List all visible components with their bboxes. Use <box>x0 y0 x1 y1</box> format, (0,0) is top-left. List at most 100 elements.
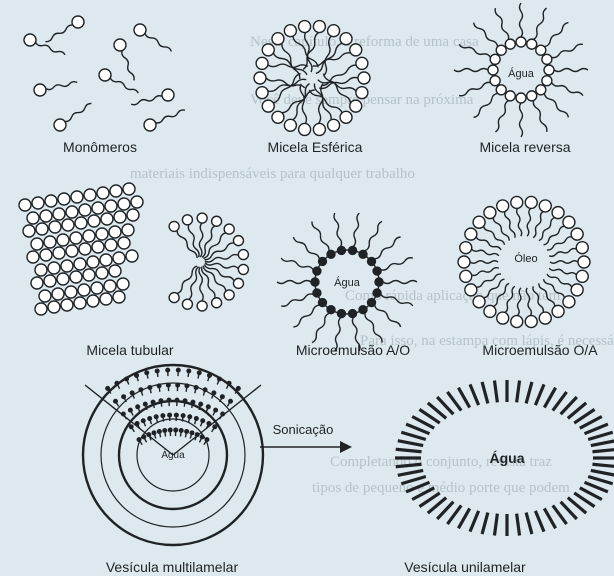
spherical-micelle-head <box>262 44 274 56</box>
tubular-micelle-head <box>212 298 222 308</box>
fan-bilayer-head <box>205 438 209 442</box>
fan-bilayer-head <box>213 425 217 429</box>
fan-bilayer-head <box>227 381 231 385</box>
monomer-head <box>24 34 36 46</box>
unilamellar-bilayer-tick <box>494 514 497 536</box>
tubular-micelle-head <box>87 295 99 307</box>
reverse-micelle-tail <box>533 101 546 132</box>
reverse-micelle-head <box>536 45 546 55</box>
tubular-micelle-head <box>100 254 112 266</box>
tubular-micelle-head <box>182 299 192 309</box>
tubular-micelle-head <box>118 237 130 249</box>
tubular-micelle-head <box>233 236 243 246</box>
ao-microemulsion-tail <box>365 221 382 250</box>
tubular-micelle-head <box>32 197 44 209</box>
unilamellar-bilayer-tick <box>398 470 423 475</box>
tubular-micelle-head <box>62 219 74 231</box>
fan-bilayer-head <box>179 429 183 433</box>
spherical-micelle-head <box>350 100 362 112</box>
vesicula-unilamelar-inner-label: Água <box>490 450 525 466</box>
unilamellar-bilayer-tick <box>535 384 544 405</box>
tubular-micelle-head <box>71 191 83 203</box>
vesicula-multilamelar-inner-label: Água <box>161 448 185 461</box>
fan-bilayer-head <box>125 377 129 381</box>
reverse-micelle-head <box>490 54 500 64</box>
fan-bilayer-head <box>181 414 185 418</box>
fan-bilayer-head <box>129 408 133 412</box>
ao-microemulsion-tail <box>293 305 319 327</box>
spherical-micelle-head <box>328 119 340 131</box>
fan-bilayer-head <box>187 369 191 373</box>
micela-reversa-inner-label: Água <box>508 67 535 80</box>
tubular-micelle-tail <box>177 230 197 258</box>
monomer-head <box>114 39 126 51</box>
micela-reversa-caption: Micela reversa <box>479 139 570 155</box>
reverse-micelle-head <box>505 91 515 101</box>
tubular-micelle-tail <box>189 267 199 300</box>
reverse-micelle-tail <box>552 44 583 57</box>
monomer-tail <box>145 33 171 51</box>
oa-microemulsion-tail <box>549 249 576 257</box>
reverse-micelle-head <box>496 45 506 55</box>
tubular-micelle-head <box>109 226 121 238</box>
spherical-micelle-head <box>272 33 284 45</box>
oa-microemulsion-head <box>465 284 477 296</box>
microemulsao-ao-caption: Microemulsão A/O <box>296 342 410 358</box>
ao-microemulsion-head <box>318 257 326 265</box>
unilamellar-bilayer-tick <box>494 380 497 402</box>
spherical-micelle-head <box>254 72 266 84</box>
spherical-micelle-head <box>284 25 296 37</box>
background-text-line: materiais indispensáveis para qualquer t… <box>130 166 415 182</box>
fan-bilayer-head <box>159 399 163 403</box>
tubular-micelle-head <box>92 202 104 214</box>
tubular-micelle-head <box>48 262 60 274</box>
oa-microemulsion-tail <box>550 261 578 264</box>
fan-bilayer-head <box>147 433 151 437</box>
oa-microemulsion-tail <box>476 274 501 287</box>
ao-microemulsion-head <box>311 278 319 286</box>
tubular-micelle-head <box>113 252 125 264</box>
tubular-micelle-head <box>224 224 234 234</box>
fan-bilayer-head <box>175 398 179 402</box>
oa-microemulsion-head <box>484 305 496 317</box>
fan-bilayer-head <box>199 402 203 406</box>
fan-bilayer-head <box>135 422 139 426</box>
unilamellar-bilayer-tick <box>591 470 614 475</box>
tubular-micelle-head <box>169 293 179 303</box>
magnifier-line <box>85 385 173 455</box>
spherical-micelle-head <box>272 111 284 123</box>
oa-microemulsion-tail <box>476 237 501 250</box>
oa-microemulsion-tail <box>527 208 530 236</box>
tubular-micelle-head <box>88 215 100 227</box>
tubular-micelle-head <box>74 297 86 309</box>
tubular-micelle-head <box>49 221 61 233</box>
tubular-micelle-head <box>79 243 91 255</box>
fan-bilayer-head <box>194 386 198 390</box>
oa-microemulsion-head <box>563 216 575 228</box>
oa-microemulsion-tail <box>533 212 543 238</box>
unilamellar-bilayer-tick <box>482 382 488 403</box>
reverse-micelle-tail <box>544 93 568 117</box>
unilamellar-bilayer-tick <box>517 514 520 536</box>
spherical-micelle-head <box>284 119 296 131</box>
fan-bilayer-head <box>167 383 171 387</box>
oa-microemulsion-head <box>497 200 509 212</box>
fan-bilayer-head <box>130 391 134 395</box>
fan-bilayer-head <box>148 386 152 390</box>
oa-microemulsion-head <box>563 296 575 308</box>
reverse-micelle-tail <box>454 69 488 72</box>
microemulsao-oa-inner-label: Óleo <box>514 252 537 265</box>
reverse-micelle-tail <box>520 103 523 137</box>
spherical-micelle-head <box>299 123 311 135</box>
tubular-micelle-head <box>212 216 222 226</box>
ao-microemulsion-head <box>327 250 335 258</box>
tubular-micelle-head <box>83 230 95 242</box>
reverse-micelle-tail <box>552 83 583 96</box>
microemulsao-ao-inner-label: Água <box>334 276 361 289</box>
oa-microemulsion-head <box>571 284 583 296</box>
monomer-tail <box>46 82 77 90</box>
unilamellar-bilayer-tick <box>592 464 614 466</box>
oa-microemulsion-head <box>460 270 472 282</box>
spherical-micelle-head <box>350 44 362 56</box>
sonicacao-label: Sonicação <box>273 422 334 437</box>
